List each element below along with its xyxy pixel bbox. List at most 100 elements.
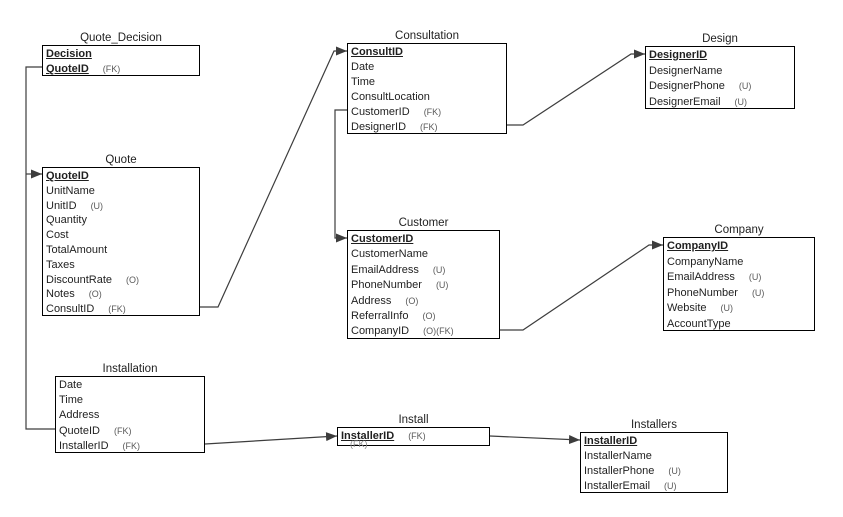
field-name: InstallerName — [584, 450, 652, 462]
field-row-company-website: Website (U) — [667, 301, 814, 317]
rel-quote-consultation[interactable] — [200, 46, 347, 308]
field-name: CustomerName — [351, 248, 429, 261]
field-annotation: (FK) — [420, 122, 438, 132]
field-name: Time — [351, 76, 376, 88]
field-annotation: (U) — [432, 264, 446, 275]
field-annotation: (O) — [88, 289, 102, 300]
rel-quotedecision-quote-installation-spine[interactable] — [25, 66, 55, 430]
field-row-company-phonenumber: PhoneNumber (U) — [667, 286, 814, 302]
field-annotation: (O) — [405, 295, 419, 306]
clipped-fk-note: (FK) — [350, 439, 368, 449]
field-annotation: (O) — [422, 310, 436, 321]
field-row-quote-quoteid: QuoteID — [46, 169, 199, 184]
field-row-customer-address: Address(O) — [351, 294, 499, 309]
field-row-quote-decision-quoteid: QuoteID(FK) — [46, 62, 199, 77]
field-name: AccountType — [667, 317, 731, 330]
field-row-design-designerid: DesignerID — [649, 48, 794, 64]
field-name: PhoneNumber — [351, 279, 422, 292]
field-name: Time — [59, 394, 84, 407]
field-name: DiscountRate — [46, 273, 113, 286]
field-row-consultation-consultid: ConsultID — [351, 45, 506, 60]
field-annotation: (FK) — [108, 304, 126, 315]
field-annotation: (U) — [664, 481, 677, 491]
field-name: QuoteID — [59, 424, 100, 437]
entity-title-quote: Quote — [105, 154, 137, 166]
entity-title-installers: Installers — [630, 419, 678, 431]
field-annotation: (U) — [748, 272, 762, 282]
entity-title-install: Install — [398, 414, 429, 426]
field-name: Taxes — [46, 258, 75, 271]
entity-title-customer: Customer — [398, 217, 449, 229]
field-annotation: (U) — [435, 280, 449, 291]
entity-box-install: InstallerID(FK)(FK) — [337, 427, 490, 449]
field-annotation: (FK) — [408, 431, 426, 441]
entity-title-quote-decision: Quote_Decision — [80, 32, 162, 44]
field-row-design-designeremail: DesignerEmail(U) — [649, 95, 794, 111]
field-row-installation-installerid: InstallerID(FK) — [59, 439, 204, 454]
rel-consultation-customer[interactable] — [334, 109, 347, 243]
field-annotation: (FK) — [102, 64, 121, 74]
field-row-quote-unitid: UnitID (U) — [46, 199, 199, 214]
field-row-installers-installeremail: InstallerEmail(U) — [584, 479, 727, 494]
field-row-installers-installerid: InstallerID — [584, 434, 727, 449]
field-name: UnitID — [46, 199, 77, 212]
field-row-consultation-customerid: CustomerID(FK) — [351, 105, 506, 120]
field-name: DesignerName — [649, 64, 723, 77]
field-row-quote-totalamount: TotalAmount — [46, 243, 199, 258]
rel-consultation-design[interactable] — [507, 49, 645, 126]
field-row-quote-consultid: ConsultID(FK) — [46, 302, 199, 317]
field-annotation: (O) — [126, 274, 140, 285]
field-name: QuoteID — [46, 170, 89, 182]
field-row-company-companyname: CompanyName — [667, 255, 814, 271]
field-row-installers-installername: InstallerName — [584, 449, 727, 464]
rel-install-installers[interactable] — [489, 435, 581, 445]
field-name: Quantity — [46, 214, 87, 227]
field-row-customer-companyid: CompanyID(O)(FK) — [351, 324, 499, 339]
field-row-installation-time: Time — [59, 393, 204, 408]
field-name: CompanyID — [351, 325, 410, 338]
field-name: Date — [351, 61, 375, 73]
field-annotation: (U) — [720, 303, 734, 313]
field-annotation: (FK) — [423, 107, 442, 117]
entity-title-consultation: Consultation — [395, 30, 459, 42]
field-annotation: (U) — [751, 287, 765, 298]
rel-installation-install[interactable] — [204, 432, 338, 445]
field-name: Notes — [46, 288, 75, 301]
field-row-quote-unitname: UnitName — [46, 184, 199, 199]
field-name: Address — [59, 409, 100, 422]
field-name: Cost — [46, 229, 69, 242]
field-name: Website — [667, 302, 707, 314]
field-row-quote-quantity: Quantity — [46, 213, 199, 228]
field-annotation: (U) — [738, 81, 752, 91]
field-row-customer-emailaddress: EmailAddress(U) — [351, 263, 499, 278]
field-name: DesignerEmail — [649, 95, 721, 108]
field-annotation: (U) — [90, 200, 104, 211]
field-row-install-installerid: InstallerID(FK) — [341, 429, 489, 444]
field-name: InstallerPhone — [584, 465, 655, 477]
rel-customer-company[interactable] — [500, 240, 663, 331]
field-row-quote-taxes: Taxes — [46, 258, 199, 273]
field-row-company-accounttype: AccountType — [667, 317, 814, 333]
field-row-consultation-designerid: DesignerID(FK) — [351, 120, 506, 135]
field-row-design-designerphone: DesignerPhone(U) — [649, 79, 794, 95]
field-row-customer-referralinfo: ReferralInfo(O) — [351, 309, 499, 324]
field-name: EmailAddress — [667, 271, 735, 283]
field-name: PhoneNumber — [667, 286, 738, 299]
field-row-installation-quoteid: QuoteID(FK) — [59, 424, 204, 439]
